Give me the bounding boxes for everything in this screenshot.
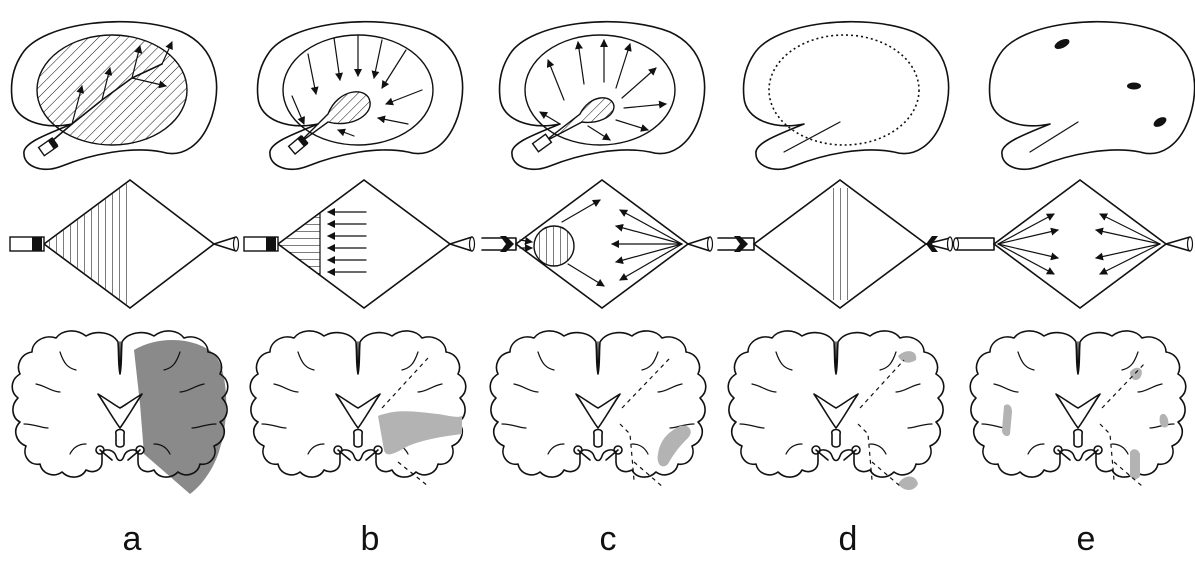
panel-label-c: c xyxy=(600,520,617,558)
panel-d-brain-section xyxy=(728,331,944,490)
panel-label-d: d xyxy=(839,520,858,558)
panel-a-scheme xyxy=(10,180,239,308)
panel-a-hemisphere xyxy=(11,22,216,170)
panel-a-brain-section xyxy=(12,331,228,494)
panel-b-hemisphere xyxy=(257,22,462,170)
panel-e-hemisphere xyxy=(989,22,1194,170)
panel-d-scheme xyxy=(718,180,953,308)
panel-label-a: a xyxy=(123,520,142,558)
panel-e-scheme xyxy=(954,180,1193,308)
panel-c-hemisphere xyxy=(499,22,704,170)
panel-e-brain-section xyxy=(970,331,1186,486)
panel-label-e: e xyxy=(1077,520,1096,558)
panel-label-b: b xyxy=(361,520,380,558)
panel-c-scheme xyxy=(482,180,713,308)
panel-b-brain-section xyxy=(250,331,466,486)
panel-d-hemisphere xyxy=(743,22,948,170)
panel-b-scheme xyxy=(244,180,475,308)
panel-c-brain-section xyxy=(490,331,706,488)
